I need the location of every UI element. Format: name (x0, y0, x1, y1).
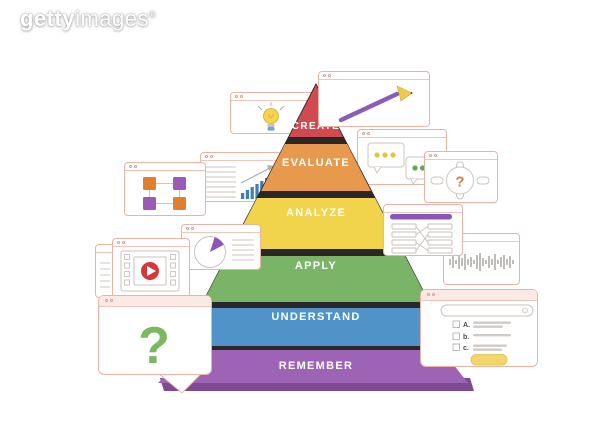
window-question: ? (98, 295, 212, 375)
pyramid-label-apply: APPLY (295, 260, 337, 272)
window-matching (383, 204, 463, 256)
window-quiz: A. b. c. (420, 289, 538, 367)
window-titlebar (319, 72, 429, 80)
window-titlebar (125, 163, 205, 171)
play-icon (147, 266, 156, 276)
window-video (112, 238, 190, 298)
window-titlebar (182, 225, 260, 233)
flowchart-icon (143, 177, 186, 210)
question-window-tail (157, 373, 203, 394)
gettyimages-watermark: gettyimages® (20, 6, 156, 32)
window-pie-chart (181, 224, 261, 270)
window-gear-question: ? (424, 151, 498, 203)
window-flowchart (124, 162, 206, 216)
pyramid-level-analyze (231, 198, 401, 249)
search-icon (522, 307, 528, 314)
watermark-registered-mark: ® (148, 9, 157, 20)
watermark-images: images (75, 6, 149, 31)
gear-question-icon: ? (430, 161, 490, 200)
question-mark: ? (138, 317, 170, 374)
quiz-option-b-label: b. (463, 334, 469, 341)
window-titlebar (99, 296, 211, 307)
pie-chart-icon (194, 236, 254, 268)
search-input[interactable] (440, 304, 534, 317)
quiz-checkboxes[interactable] (452, 320, 460, 351)
watermark-getty: getty (20, 6, 76, 31)
gear-question-mark: ? (455, 174, 464, 191)
window-titlebar (425, 152, 497, 160)
list-lines-icon (100, 262, 110, 288)
audio-waveform-icon (449, 253, 514, 271)
video-player-icon (120, 250, 180, 292)
window-titlebar (231, 93, 315, 101)
quiz-answer-lines (473, 321, 511, 351)
window-titlebar (113, 239, 189, 247)
quiz-option-c-label: c. (463, 345, 469, 352)
pyramid-level-evaluate (261, 144, 371, 191)
submit-button[interactable] (470, 354, 508, 366)
question-mark-icon: ? (138, 317, 170, 374)
lightbulb-icon (257, 102, 285, 131)
quiz-option-a-label: A. (463, 322, 470, 329)
pyramid-level-understand (180, 308, 452, 346)
window-titlebar (358, 130, 446, 138)
window-titlebar (384, 205, 462, 213)
pyramid-level-remember (158, 350, 468, 383)
window-titlebar (96, 245, 114, 253)
window-titlebar (421, 290, 537, 301)
pyramid-label-understand: UNDERSTAND (271, 311, 360, 323)
matching-lines-icon (390, 214, 453, 254)
pen-icon (338, 85, 413, 123)
pyramid-label-analyze: ANALYZE (286, 207, 346, 219)
pyramid-label-create: CREATE (292, 121, 340, 132)
quiz-form: A. b. c. (440, 304, 534, 366)
pyramid-label-evaluate: EVALUATE (282, 157, 350, 169)
window-pen (318, 71, 430, 127)
window-titlebar (201, 153, 281, 161)
pyramid-label-remember: REMEMBER (279, 360, 354, 372)
